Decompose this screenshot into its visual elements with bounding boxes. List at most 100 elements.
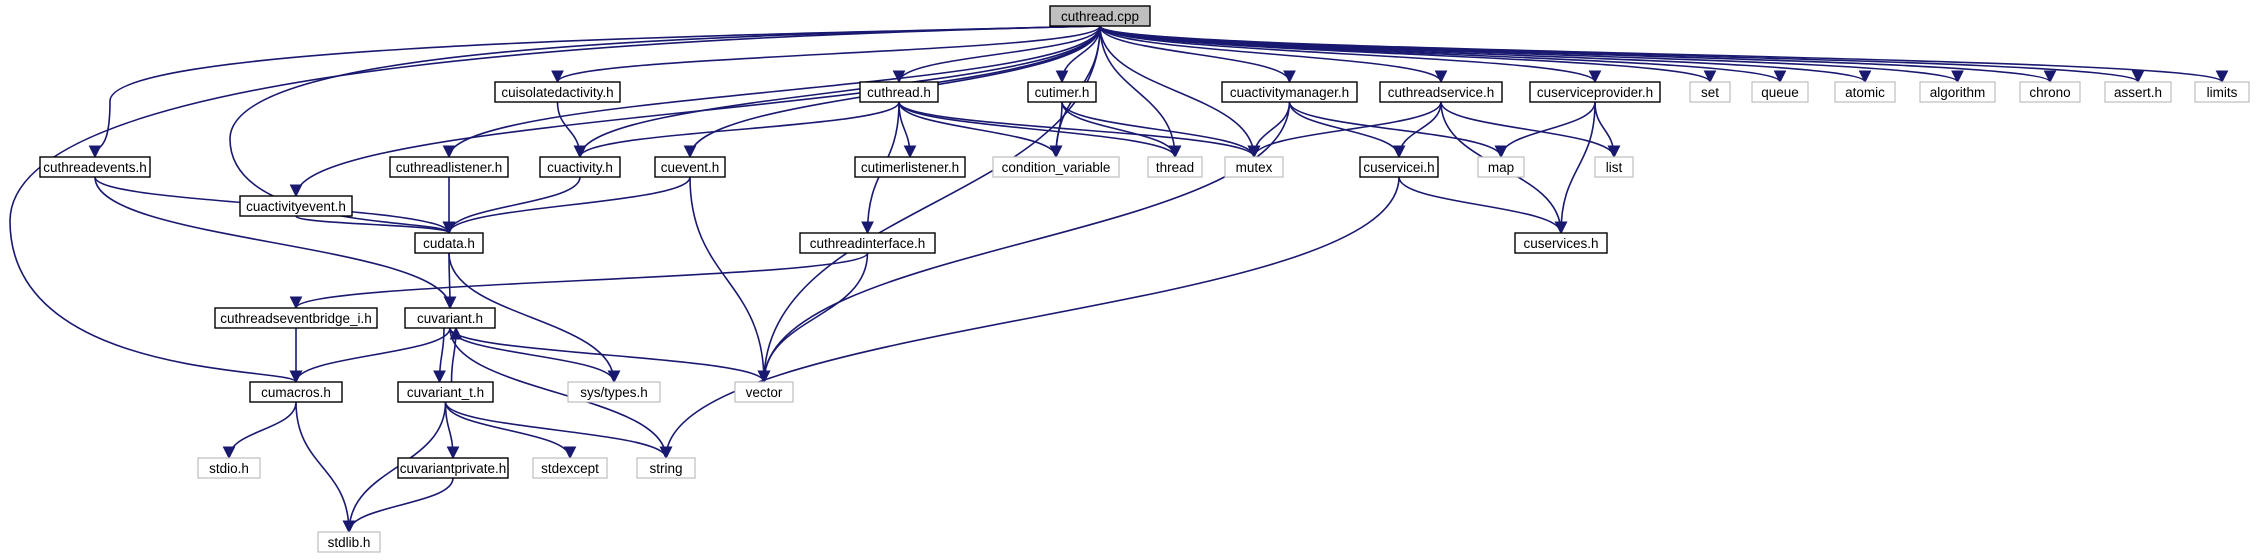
node-cuthreadseventbridge-i-h[interactable]: cuthreadseventbridge_i.h [214, 307, 378, 329]
node-atomic: atomic [1834, 81, 1896, 103]
node-box [414, 232, 484, 254]
node-sys-types-h: sys/types.h [567, 381, 661, 403]
node-label: cuactivityevent.h [246, 199, 346, 214]
edge-cutimer_h-to-thread [1061, 101, 1182, 159]
node-label: cuthreadevents.h [43, 160, 147, 175]
node-cuvariant-h[interactable]: cuvariant.h [404, 307, 496, 329]
dependency-nodes: cuthread.cpp cuthreadevents.h cuactivityev… [39, 5, 2250, 553]
node-label: cuserviceprovider.h [1537, 85, 1653, 100]
edge-cuvariant_t_h-to-cuvariant_h [449, 326, 463, 383]
node-box [404, 307, 496, 329]
node-cuserviceprovider-h[interactable]: cuserviceprovider.h [1529, 81, 1661, 103]
node-box [397, 457, 509, 479]
node-box [2019, 81, 2081, 103]
node-label: stdexcept [541, 461, 599, 476]
edge-cuisolatedactivity_h-to-cuactivity_h [556, 101, 587, 159]
node-box [239, 195, 353, 217]
node-cuevent-h[interactable]: cuevent.h [654, 156, 726, 178]
edge-cuvariant_t_h-to-stdlib_h [342, 401, 447, 534]
node-label: cuthread.cpp [1061, 9, 1139, 24]
edge-cuthread_h-to-mutex [898, 101, 1261, 159]
edge-cuthread_cpp-to-cuthread_h [892, 25, 1101, 84]
node-label: cuthreadinterface.h [810, 236, 926, 251]
node-box [1514, 232, 1608, 254]
edge-cuactivitymanager_h-to-map [1288, 101, 1508, 159]
edge-cuthreadservice_h-to-cuservicei_h [1392, 101, 1442, 159]
node-label: stdlib.h [328, 535, 371, 550]
node-cuactivityevent-h[interactable]: cuactivityevent.h [239, 195, 353, 217]
node-box [539, 156, 621, 178]
node-box [1477, 156, 1525, 178]
node-label: cuevent.h [661, 160, 720, 175]
node-box [1049, 5, 1151, 27]
node-box [734, 381, 794, 403]
node-cutimerlistener-h[interactable]: cutimerlistener.h [854, 156, 966, 178]
node-cuthreadinterface-h[interactable]: cuthreadinterface.h [799, 232, 936, 254]
node-cuvariant-t-h[interactable]: cuvariant_t.h [397, 381, 494, 403]
node-label: chrono [2029, 85, 2070, 100]
node-label: cuactivitymanager.h [1230, 85, 1349, 100]
node-cuthreadlistener-h[interactable]: cuthreadlistener.h [389, 156, 509, 178]
node-box [636, 457, 696, 479]
node-cuthreadevents-h[interactable]: cuthreadevents.h [39, 156, 151, 178]
node-label: set [1701, 85, 1719, 100]
edge-cuthread_cpp-to-limits [1099, 25, 2228, 84]
node-cuservices-h[interactable]: cuservices.h [1514, 232, 1608, 254]
edge-cuthread_cpp-to-cudata_h [229, 25, 1101, 235]
edge-cuservicei_h-to-string [659, 176, 1400, 460]
node-cuthread-cpp[interactable]: cuthread.cpp [1049, 5, 1151, 27]
node-label: list [1606, 160, 1623, 175]
node-limits: limits [2194, 81, 2250, 103]
node-stdio-h: stdio.h [197, 457, 261, 479]
edge-cuvariant_h-to-cumacros_h [289, 327, 451, 384]
node-cumacros-h[interactable]: cumacros.h [249, 381, 343, 403]
node-cuthread-h[interactable]: cuthread.h [859, 81, 939, 103]
node-cuservicei-h[interactable]: cuservicei.h [1359, 156, 1439, 178]
node-cuactivity-h[interactable]: cuactivity.h [539, 156, 621, 178]
node-cutimer-h[interactable]: cutimer.h [1027, 81, 1097, 103]
edge-cuevent_h-to-vector [689, 176, 771, 384]
node-cuvariantprivate-h[interactable]: cuvariantprivate.h [397, 457, 509, 479]
edge-cuvariant_h-to-string [449, 327, 673, 460]
node-cuactivitymanager-h[interactable]: cuactivitymanager.h [1221, 81, 1358, 103]
node-set: set [1689, 81, 1731, 103]
node-cuisolatedactivity-h[interactable]: cuisolatedactivity.h [494, 81, 621, 103]
node-label: cuthread.h [867, 85, 931, 100]
edge-cuthreadservice_h-to-list [1440, 101, 1621, 159]
node-cudata-h[interactable]: cudata.h [414, 232, 484, 254]
node-cuthreadservice-h[interactable]: cuthreadservice.h [1379, 81, 1503, 103]
node-thread: thread [1147, 156, 1203, 178]
edge-cuthreadevents_h-to-cuvariant_h [94, 176, 457, 310]
edge-cuthread_cpp-to-thread [1099, 25, 1182, 159]
node-box [1689, 81, 1731, 103]
node-box [1529, 81, 1661, 103]
node-algorithm: algorithm [1919, 81, 1996, 103]
node-box [1224, 156, 1284, 178]
node-map: map [1477, 156, 1525, 178]
edge-cuvariant_t_h-to-string [444, 401, 673, 460]
node-label: cuthreadservice.h [1388, 85, 1495, 100]
node-label: cuservices.h [1523, 236, 1598, 251]
node-box [389, 156, 509, 178]
edge-cuthreadinterface_h-to-vector [757, 252, 869, 384]
node-label: stdio.h [209, 461, 249, 476]
node-label: cuservicei.h [1363, 160, 1434, 175]
node-label: queue [1761, 85, 1799, 100]
edge-cuthread_cpp-to-cuactivity_h [573, 25, 1101, 159]
edge-cuthreadservice_h-to-mutex [1247, 101, 1442, 159]
node-box [197, 457, 261, 479]
node-box [854, 156, 966, 178]
edge-cuserviceprovider_h-to-map [1494, 101, 1596, 159]
node-stdexcept: stdexcept [532, 457, 608, 479]
node-label: cuisolatedactivity.h [501, 85, 613, 100]
node-label: cuactivity.h [547, 160, 613, 175]
node-box [1027, 81, 1097, 103]
node-label: thread [1156, 160, 1194, 175]
node-label: condition_variable [1002, 160, 1111, 175]
dependency-edges [9, 25, 2228, 534]
node-box [1147, 156, 1203, 178]
node-box [1834, 81, 1896, 103]
edge-cuthread_cpp-to-cuthreadevents_h [88, 25, 1101, 159]
node-box [249, 381, 343, 403]
